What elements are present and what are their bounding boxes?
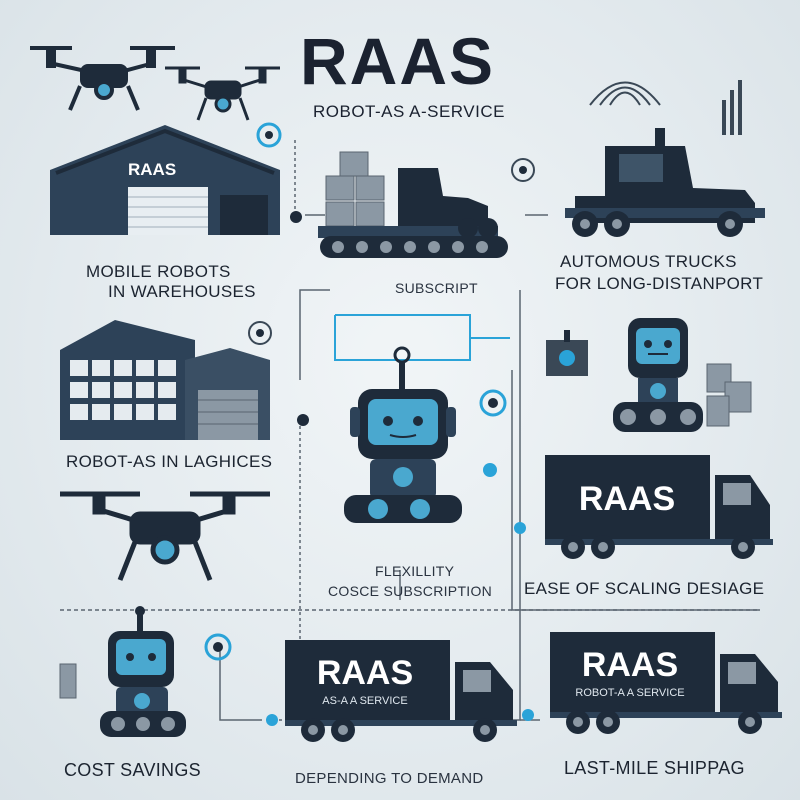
signal-waves-icon [589,81,661,106]
label-ease-of-scaling: EASE OF SCALING DESIAGE [524,579,765,598]
node-dot-1 [290,211,302,223]
label-mobile-robots-1: MOBILE ROBOTS [86,262,231,281]
node-dot-4 [514,522,526,534]
truck-bottom-right-sub: ROBOT-A A SERVICE [575,687,684,699]
node-dot-6 [522,709,534,721]
autonomous-semi-truck [565,128,765,237]
label-flexibility-2: COSCE SUBSCRIPTION [328,583,493,599]
label-mobile-robots-2: IN WAREHOUSES [108,282,256,301]
bar-signal-icon [722,80,742,135]
drone-top-small [165,66,280,121]
node-icon-4 [479,389,507,417]
cargo-boxes-cart [318,151,508,258]
truck-raas-bottom-right: RAAS ROBOT-A A SERVICE [550,632,782,734]
small-box-left [59,663,77,699]
node-dot-3 [483,463,497,477]
node-dot-2 [297,414,309,426]
truck-bottom-left-text: RAAS [317,654,413,692]
warehouse-shelves [60,320,270,440]
label-depending-to-demand: DEPENDING TO DEMAND [295,770,484,787]
node-dot-5 [266,714,278,726]
label-autonomous-trucks-2: FOR LONG-DISTANPORT [555,274,764,293]
node-icon-5 [204,633,232,661]
label-last-mile-shipping: LAST-MILE SHIPPAG [564,758,745,778]
label-cost-savings: COST SAVINGS [64,760,201,780]
label-subscript: SUBSCRIPT [395,280,478,296]
label-flexibility-1: FLEXILLITY [375,563,455,579]
truck-bottom-left-sub: AS-A A SERVICE [322,695,407,707]
node-icon-3 [248,321,272,345]
robot-bottom-left [100,606,186,737]
parcel-stack [706,363,752,427]
label-robot-logistics: ROBOT-AS IN LAGHICES [66,452,273,471]
warehouse-top [50,125,280,235]
truck-right-text: RAAS [579,480,675,518]
robot-arm-box [546,330,588,376]
node-icon-2 [511,158,535,182]
node-icon-1 [256,122,282,148]
page-title: RAAS [300,24,496,98]
robot-upper-right [613,318,703,432]
central-robot [344,346,462,523]
warehouse-sign: RAAS [128,160,177,179]
truck-raas-right: RAAS [545,455,773,559]
truck-raas-bottom-left: RAAS AS-A A SERVICE [285,640,517,742]
drone-top-left [30,46,175,111]
label-autonomous-trucks-1: AUTOMOUS TRUCKS [560,252,737,271]
drone-large [60,491,270,581]
page-subtitle: ROBOT-AS A-SERVICE [313,102,505,121]
truck-bottom-right-text: RAAS [582,646,678,684]
